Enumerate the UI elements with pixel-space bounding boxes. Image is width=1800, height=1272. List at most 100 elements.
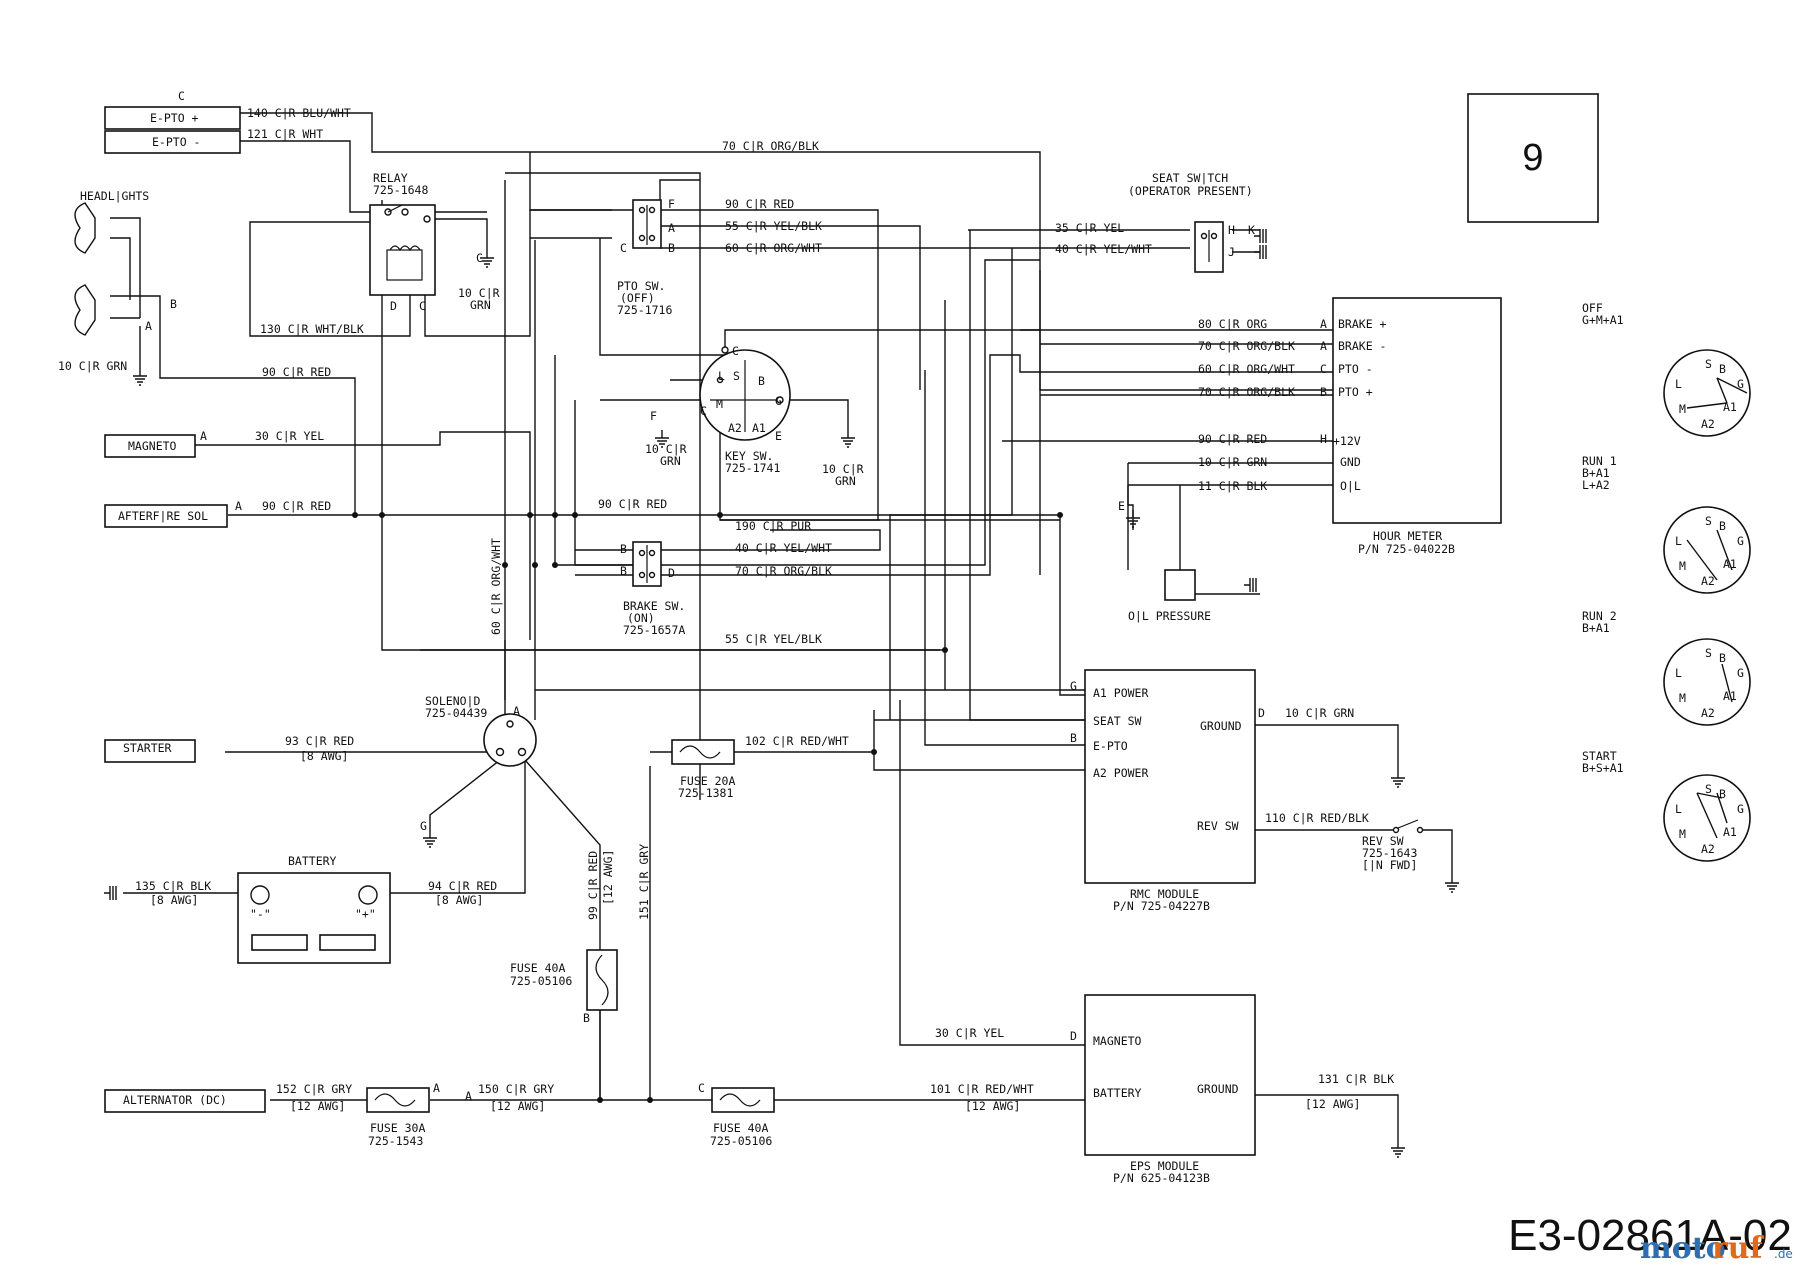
page-number: 9 — [1522, 137, 1543, 179]
svg-text:PTO +: PTO + — [1338, 385, 1373, 399]
svg-text:10 C|R: 10 C|R — [822, 462, 864, 476]
svg-text:90 C|R RED: 90 C|R RED — [725, 197, 794, 211]
svg-text:[8 AWG]: [8 AWG] — [150, 893, 198, 907]
afterfire-box — [104, 504, 228, 528]
svg-text:121 C|R WHT: 121 C|R WHT — [247, 127, 323, 141]
svg-text:151 C|R GRY: 151 C|R GRY — [637, 844, 651, 920]
svg-text:B+A1: B+A1 — [1582, 621, 1610, 635]
svg-text:L: L — [1675, 377, 1682, 391]
svg-text:K: K — [1248, 223, 1255, 237]
svg-text:A2: A2 — [1701, 842, 1715, 856]
svg-text:L: L — [718, 369, 725, 383]
svg-text:A2 POWER: A2 POWER — [1093, 766, 1148, 780]
svg-text:135 C|R BLK: 135 C|R BLK — [135, 879, 211, 893]
svg-text:L: L — [1675, 534, 1682, 548]
pto-switch-symbol — [632, 199, 662, 249]
svg-text:ALTERNATOR (DC): ALTERNATOR (DC) — [123, 1093, 227, 1107]
svg-text:(OFF): (OFF) — [620, 291, 655, 305]
svg-text:M: M — [1679, 827, 1686, 841]
svg-text:A1: A1 — [752, 421, 766, 435]
svg-text:40 C|R YEL/WHT: 40 C|R YEL/WHT — [1055, 242, 1152, 256]
svg-text:S: S — [733, 369, 740, 383]
svg-text:+12V: +12V — [1333, 434, 1361, 448]
svg-text:725-1648: 725-1648 — [373, 183, 428, 197]
svg-text:GROUND: GROUND — [1197, 1082, 1239, 1096]
svg-text:60 C|R ORG/WHT: 60 C|R ORG/WHT — [489, 538, 503, 635]
svg-text:10 C|R: 10 C|R — [458, 286, 500, 300]
svg-text:10 C|R GRN: 10 C|R GRN — [1285, 706, 1354, 720]
magneto-box — [104, 434, 196, 458]
dial-run1 — [1663, 506, 1751, 594]
svg-text:90 C|R RED: 90 C|R RED — [1198, 432, 1267, 446]
svg-text:KEY SW.: KEY SW. — [725, 449, 773, 463]
starter-box — [104, 739, 196, 763]
svg-text:A2: A2 — [728, 421, 742, 435]
svg-text:B+A1: B+A1 — [1582, 466, 1610, 480]
svg-text:EPS MODULE: EPS MODULE — [1130, 1159, 1199, 1173]
svg-text:55 C|R YEL/BLK: 55 C|R YEL/BLK — [725, 632, 822, 646]
svg-text:START: START — [1582, 749, 1617, 763]
svg-text:190 C|R PUR: 190 C|R PUR — [735, 519, 811, 533]
brake-switch-symbol — [632, 541, 662, 587]
svg-text:90 C|R RED: 90 C|R RED — [262, 365, 331, 379]
svg-text:10 C|R: 10 C|R — [645, 442, 687, 456]
svg-text:P/N 725-04022B: P/N 725-04022B — [1358, 542, 1455, 556]
svg-text:C: C — [1320, 362, 1327, 376]
svg-text:B: B — [1719, 651, 1726, 665]
svg-text:A2: A2 — [1701, 706, 1715, 720]
svg-text:B: B — [170, 297, 177, 311]
svg-text:C: C — [178, 89, 185, 103]
svg-text:A1: A1 — [1723, 689, 1737, 703]
svg-text:A1: A1 — [1723, 557, 1737, 571]
svg-text:725-1716: 725-1716 — [617, 303, 672, 317]
svg-text:130 C|R WHT/BLK: 130 C|R WHT/BLK — [260, 322, 364, 336]
svg-text:FUSE 20A: FUSE 20A — [680, 774, 735, 788]
watermark-logo: moto ruf .de — [1640, 1231, 1793, 1266]
svg-text:L: L — [1675, 666, 1682, 680]
svg-text:S: S — [1705, 646, 1712, 660]
svg-text:J: J — [1228, 245, 1235, 259]
labels: 9 E3-02861A-02 C E-PTO + E-PTO - 140 C|R… — [58, 89, 1792, 1260]
svg-text:FUSE 40A: FUSE 40A — [713, 1121, 768, 1135]
hour-meter-box — [1332, 297, 1502, 524]
svg-text:70 C|R ORG/BLK: 70 C|R ORG/BLK — [1198, 385, 1295, 399]
svg-text:O|L: O|L — [1340, 479, 1361, 493]
svg-text:A2: A2 — [1701, 574, 1715, 588]
svg-text:150 C|R GRY: 150 C|R GRY — [478, 1082, 554, 1096]
oil-pressure-sender — [1164, 569, 1257, 601]
rev-switch-symbol — [1392, 819, 1424, 834]
svg-text:[|N FWD]: [|N FWD] — [1362, 858, 1417, 872]
svg-text:RELAY: RELAY — [373, 171, 408, 185]
svg-text:725-1643: 725-1643 — [1362, 846, 1417, 860]
svg-text:A: A — [433, 1081, 440, 1095]
relay-symbol — [369, 204, 436, 296]
svg-text:STARTER: STARTER — [123, 741, 172, 755]
svg-text:B+S+A1: B+S+A1 — [1582, 761, 1624, 775]
svg-text:L: L — [1675, 802, 1682, 816]
svg-text:A: A — [1320, 317, 1327, 331]
svg-text:F: F — [650, 409, 657, 423]
svg-text:A: A — [235, 499, 242, 513]
svg-text:M: M — [1679, 691, 1686, 705]
svg-text:A: A — [200, 429, 207, 443]
svg-text:C: C — [700, 404, 707, 418]
svg-text:[12 AWG]: [12 AWG] — [601, 850, 615, 905]
svg-text:55 C|R YEL/BLK: 55 C|R YEL/BLK — [725, 219, 822, 233]
solenoid-symbol — [483, 713, 537, 767]
svg-text:MAGNETO: MAGNETO — [128, 439, 177, 453]
seat-switch-symbol — [1194, 221, 1267, 273]
page-box — [1467, 93, 1599, 223]
svg-text:94 C|R RED: 94 C|R RED — [428, 879, 497, 893]
svg-text:C: C — [419, 299, 426, 313]
svg-text:REV SW: REV SW — [1197, 819, 1239, 833]
svg-text:C: C — [620, 241, 627, 255]
svg-text:A1: A1 — [1723, 825, 1737, 839]
fuse-20a-symbol — [671, 739, 735, 765]
wires — [110, 112, 1453, 1140]
svg-text:RUN 1: RUN 1 — [1582, 454, 1617, 468]
svg-text:P/N 625-04123B: P/N 625-04123B — [1113, 1171, 1210, 1185]
svg-text:60 C|R ORG/WHT: 60 C|R ORG/WHT — [1198, 362, 1295, 376]
svg-text:M: M — [1679, 402, 1686, 416]
svg-text:O|L PRESSURE: O|L PRESSURE — [1128, 609, 1211, 623]
fuse-30a-symbol — [366, 1087, 430, 1113]
